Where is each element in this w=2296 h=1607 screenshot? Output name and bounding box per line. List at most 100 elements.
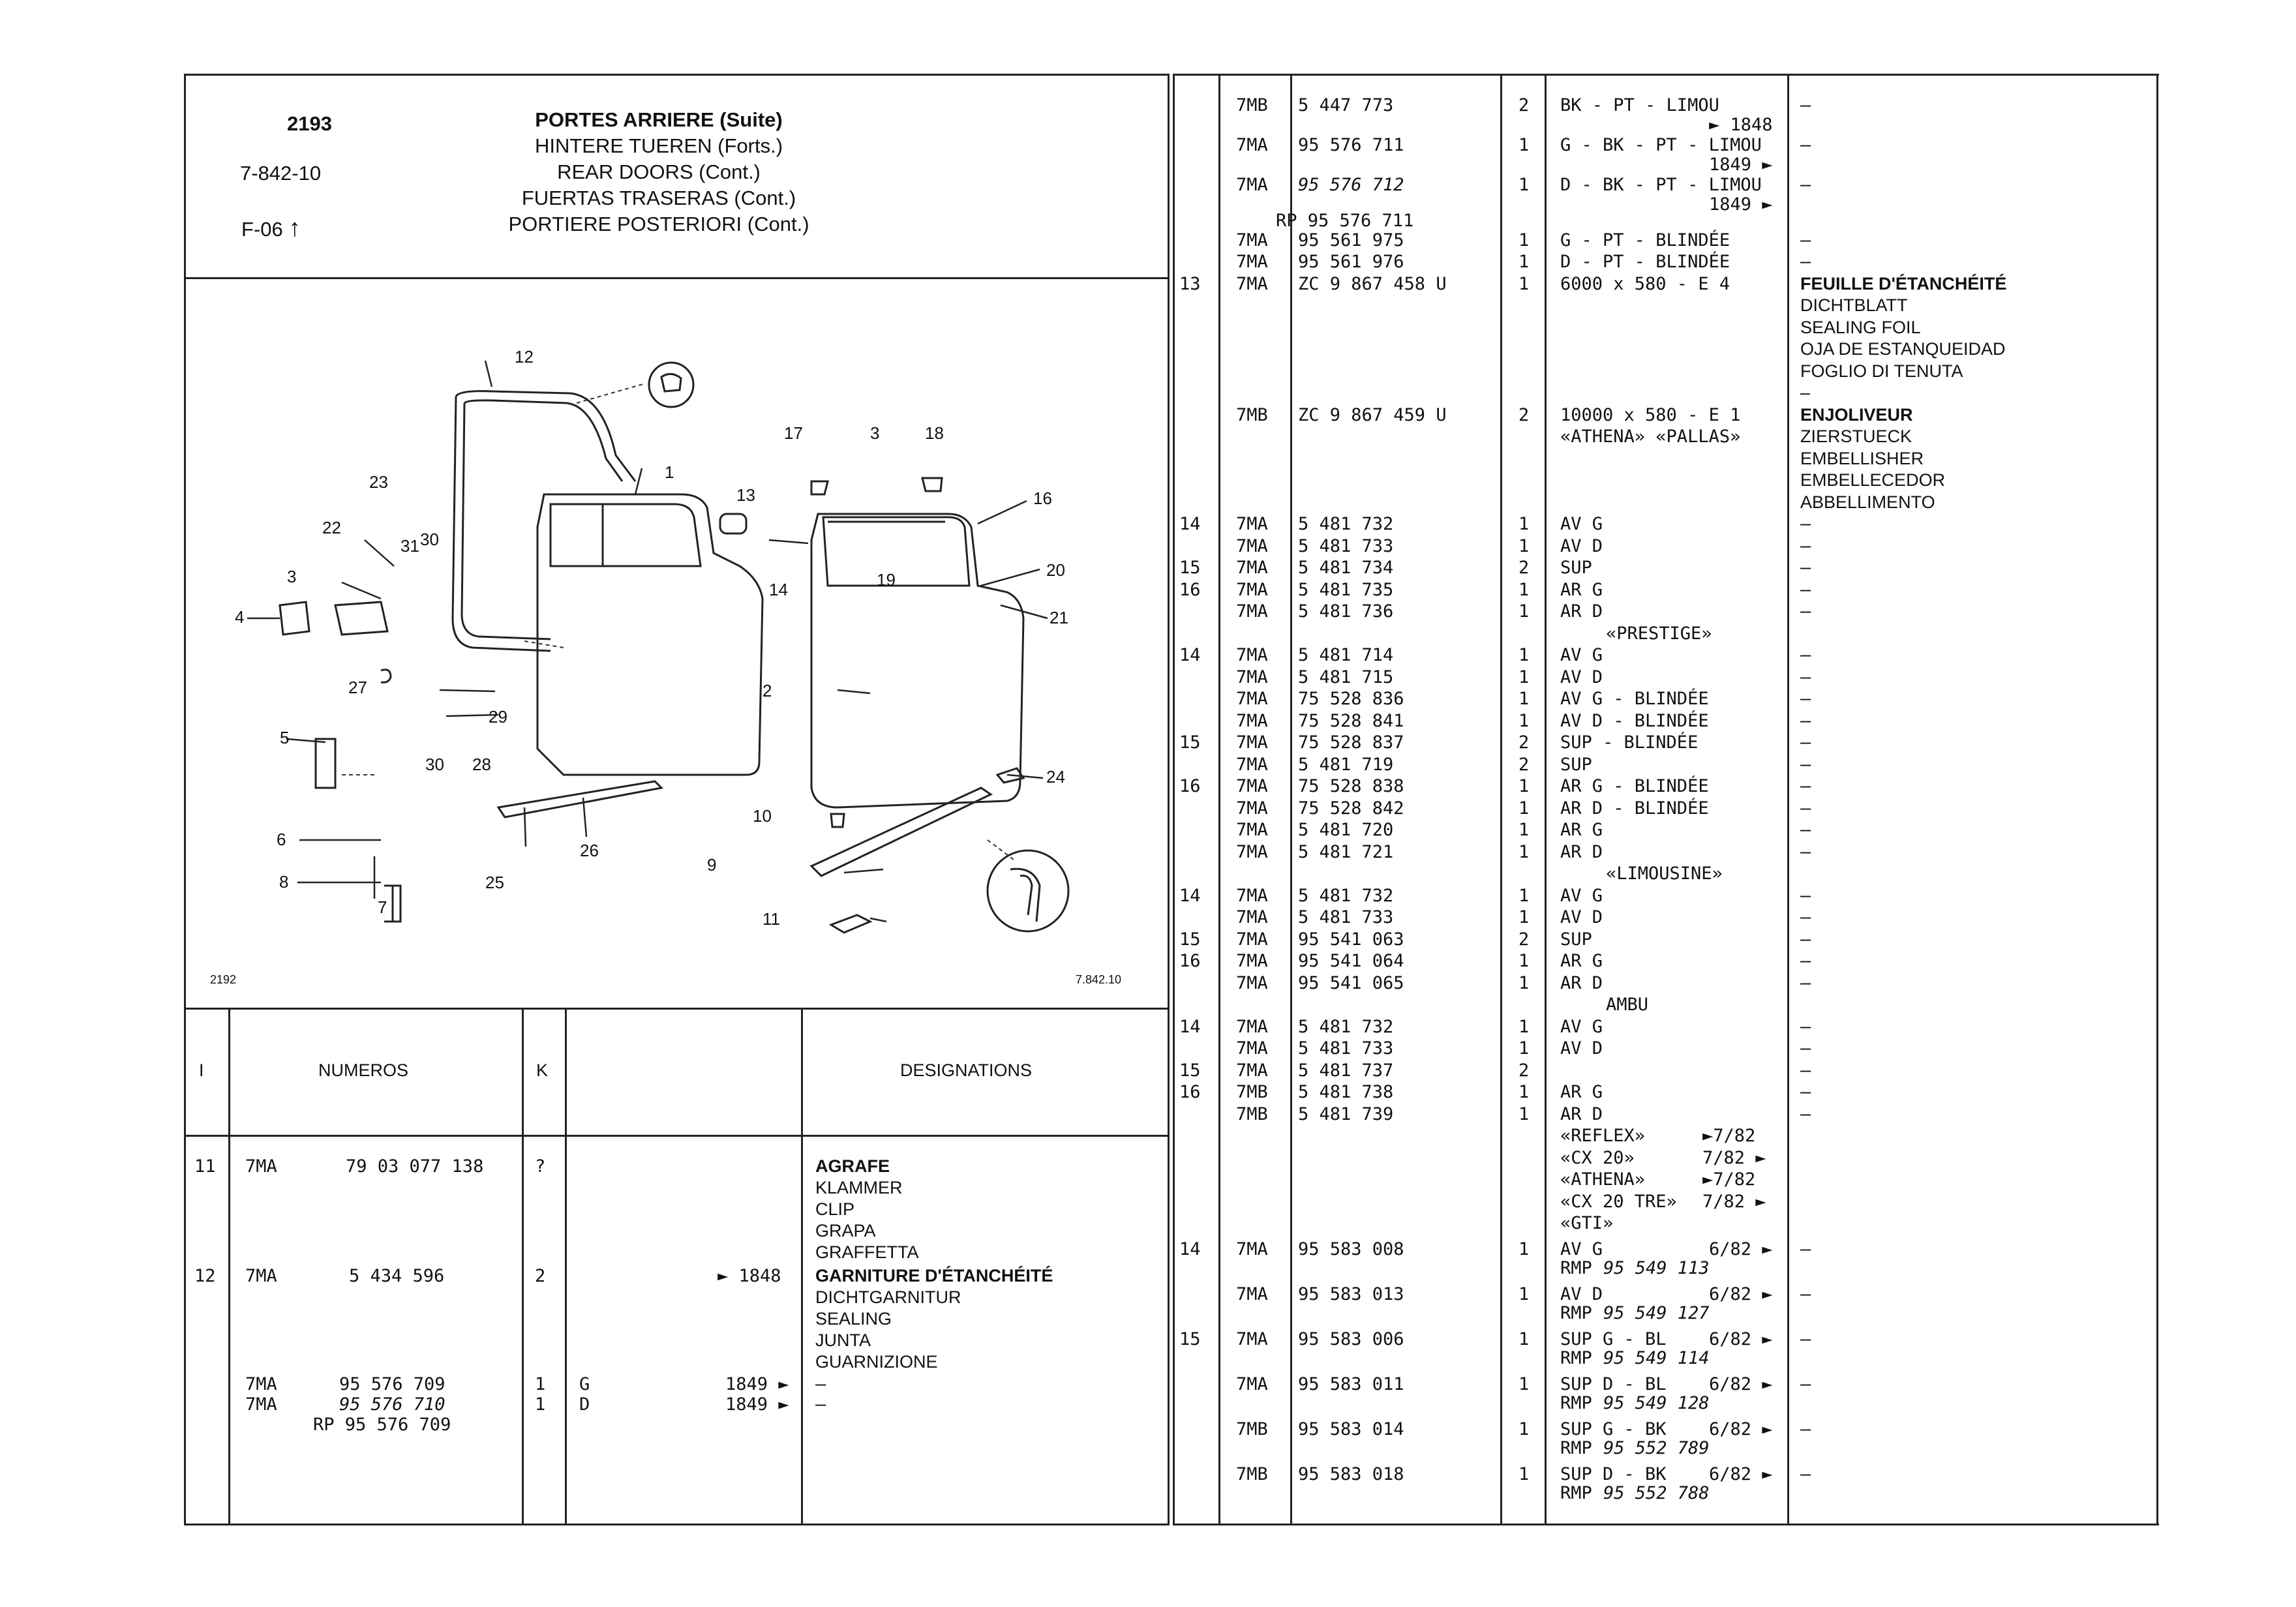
table-row-desc: –	[1800, 1329, 1811, 1349]
table-row-qty: 1	[1518, 689, 1530, 709]
table-row-qty: 1	[1518, 798, 1530, 819]
table-row-designation: SUP D - BL	[1560, 1374, 1667, 1394]
table-row-code: 7MA	[1236, 1016, 1268, 1037]
table-row-desc-line: ZIERSTUECK	[1800, 427, 1912, 446]
table-row-designation: D - BK - PT - LIMOU	[1560, 175, 1762, 195]
callout-24: 24	[1046, 767, 1065, 787]
table-row-designation: SUP	[1560, 754, 1592, 775]
table-row-desc: –	[1800, 689, 1811, 709]
table-row-code: 7MA	[1236, 1374, 1268, 1394]
table-row-code: 7MB	[1236, 1104, 1268, 1124]
table-row-date: 1849 ►	[725, 1394, 789, 1415]
table-row-desc-line: EMBELLISHER	[1800, 448, 1924, 468]
table-row-desc: –	[1800, 230, 1811, 250]
table-row-item: 16	[1179, 951, 1201, 971]
table-row-code: 7MA	[1236, 579, 1268, 600]
table-row-qty: 1	[1518, 601, 1530, 622]
callout-31: 31	[400, 536, 419, 556]
col-header-k: K	[536, 1060, 549, 1080]
rmp-prefix: RMP	[1560, 1258, 1592, 1278]
table-row-qty: 2	[1518, 558, 1530, 578]
note-date: ►7/82	[1702, 1126, 1756, 1146]
table-row-desc-line: FOGLIO DI TENUTA	[1800, 361, 1963, 381]
figure-code: F-06 ↑	[241, 215, 301, 242]
page-number: 2193	[287, 112, 332, 135]
table-row-code: 7MB	[1236, 404, 1268, 425]
section-label: «LIMOUSINE»	[1606, 864, 1723, 884]
table-row-qty: 1	[1518, 1284, 1530, 1304]
table-row-designation: AR G	[1560, 951, 1603, 971]
table-row-designation: «ATHENA» «PALLAS»	[1560, 427, 1741, 447]
table-row-designation: D - PT - BLINDÉE	[1560, 252, 1730, 272]
table-row-item: 11	[194, 1156, 216, 1177]
table-row-date: 6/82 ►	[1709, 1284, 1773, 1304]
table-row-code: 7MA	[1236, 175, 1268, 195]
note-date: ►7/82	[1702, 1169, 1756, 1190]
table-row-desc: –	[1800, 754, 1811, 775]
table-row-desc: –	[1800, 1374, 1811, 1394]
table-row-code: 7MA	[1236, 135, 1268, 155]
table-row-desc: –	[815, 1394, 826, 1415]
table-row-qty: 1	[1518, 885, 1530, 906]
table-row-qty: 1	[1518, 135, 1530, 155]
callout-14: 14	[769, 580, 788, 599]
table-row-qty: 1	[1518, 667, 1530, 687]
up-arrow-icon: ↑	[288, 215, 301, 242]
note-label: «CX 20 TRE»	[1560, 1191, 1677, 1212]
rmp-prefix: RMP	[1560, 1303, 1592, 1323]
callout-30b: 30	[425, 755, 444, 774]
table-row-code: 7MA	[245, 1156, 277, 1177]
table-row-designation: AV D - BLINDÉE	[1560, 710, 1709, 731]
table-row-code: 7MA	[1236, 951, 1268, 971]
table-row-designation: AR G	[1560, 820, 1603, 840]
table-row-qty: 1	[1518, 645, 1530, 665]
table-row-qty: 1	[1518, 230, 1530, 250]
table-row-desc-line: FEUILLE D'ÉTANCHÉITÉ	[1800, 273, 2007, 293]
table-row-desc: –	[1800, 907, 1811, 927]
table-row-qty: 2	[1518, 1060, 1530, 1081]
table-row-number: 75 528 836	[1298, 689, 1404, 709]
callout-10: 10	[753, 806, 772, 826]
table-row-number: 5 434 596	[349, 1266, 445, 1286]
table-row-qty: 2	[1518, 95, 1530, 115]
table-row-item: 15	[1179, 732, 1201, 753]
table-row-number: 5 481 733	[1298, 1038, 1394, 1059]
rmp-number: 95 549 127	[1603, 1303, 1710, 1323]
table-row-number: 75 528 842	[1298, 798, 1404, 819]
table-row-number: 79 03 077 138	[346, 1156, 484, 1177]
table-row-desc-line: EMBELLECEDOR	[1800, 470, 1946, 490]
rmp-number: 95 549 128	[1603, 1393, 1710, 1413]
table-row-qty: 1	[1518, 579, 1530, 600]
callout-17: 17	[784, 423, 803, 443]
table-row-designation: AR D	[1560, 841, 1603, 862]
table-row-desc: –	[1800, 1038, 1811, 1059]
table-row-date: 1849 ►	[1709, 154, 1773, 175]
table-row-code: 7MA	[1236, 732, 1268, 753]
table-row-variant: D	[579, 1394, 590, 1415]
callout-5: 5	[280, 728, 289, 747]
table-row-number: ZC 9 867 459 U	[1298, 404, 1447, 425]
callout-22: 22	[322, 518, 341, 537]
table-row-number: 95 583 018	[1298, 1464, 1404, 1484]
table-row-qty: 1	[1518, 1016, 1530, 1037]
callout-1: 1	[665, 462, 674, 482]
table-row-code: 7MA	[1236, 558, 1268, 578]
table-row-number: 95 583 006	[1298, 1329, 1404, 1349]
table-row-designation: SUP	[1560, 558, 1592, 578]
table-row-desc: –	[1800, 252, 1811, 272]
table-row-number: 95 583 014	[1298, 1419, 1404, 1439]
diagram-corner-left: 2192	[210, 973, 236, 986]
table-row-desc-line: DICHTBLATT	[1800, 295, 1908, 315]
table-row-qty: 1	[1518, 1464, 1530, 1484]
table-row-number: 95 576 711	[1298, 135, 1404, 155]
table-row-code: 7MA	[1236, 798, 1268, 819]
callout-6: 6	[277, 830, 286, 849]
table-row-code: 7MA	[1236, 929, 1268, 950]
table-row-code: 7MA	[1236, 514, 1268, 534]
table-row-code: 7MA	[1236, 230, 1268, 250]
table-row-qty: 1	[1518, 776, 1530, 796]
callout-9: 9	[707, 855, 716, 875]
table-row-date: ► 1848	[1709, 114, 1773, 135]
note-date: 7/82 ►	[1702, 1191, 1766, 1212]
table-row-qty: 1	[1518, 907, 1530, 927]
